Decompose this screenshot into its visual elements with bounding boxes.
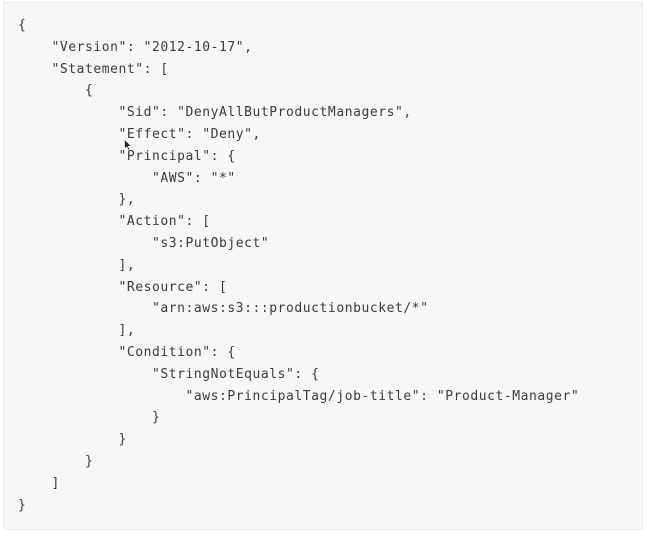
- code-line-23: }: [18, 497, 27, 513]
- code-line-3: "Statement": [: [18, 61, 169, 77]
- json-policy-code-block: { "Version": "2012-10-17", "Statement": …: [18, 15, 579, 516]
- code-line-7: "Principal": {: [18, 148, 236, 164]
- code-line-9: },: [18, 192, 136, 208]
- code-line-19: }: [18, 410, 161, 426]
- code-line-20: }: [18, 432, 127, 448]
- code-line-13: "Resource": [: [18, 279, 228, 295]
- code-line-6: "Effect": "Deny",: [18, 126, 261, 142]
- code-line-10: "Action": [: [18, 214, 211, 230]
- code-line-15: ],: [18, 323, 136, 339]
- code-line-21: }: [18, 453, 94, 469]
- code-line-12: ],: [18, 257, 136, 273]
- code-panel: { "Version": "2012-10-17", "Statement": …: [3, 2, 643, 530]
- mouse-pointer-icon: [124, 139, 132, 151]
- code-line-22: ]: [18, 475, 60, 491]
- code-line-8: "AWS": "*": [18, 170, 236, 186]
- code-line-11: "s3:PutObject": [18, 235, 270, 251]
- code-line-17: "StringNotEquals": {: [18, 366, 320, 382]
- code-line-2: "Version": "2012-10-17",: [18, 39, 253, 55]
- code-line-18: "aws:PrincipalTag/job-title": "Product-M…: [18, 388, 580, 404]
- code-line-16: "Condition": {: [18, 344, 236, 360]
- code-line-4: {: [18, 83, 94, 99]
- code-line-5: "Sid": "DenyAllButProductManagers",: [18, 105, 412, 121]
- code-line-1: {: [18, 18, 27, 33]
- code-line-14: "arn:aws:s3:::productionbucket/*": [18, 301, 429, 317]
